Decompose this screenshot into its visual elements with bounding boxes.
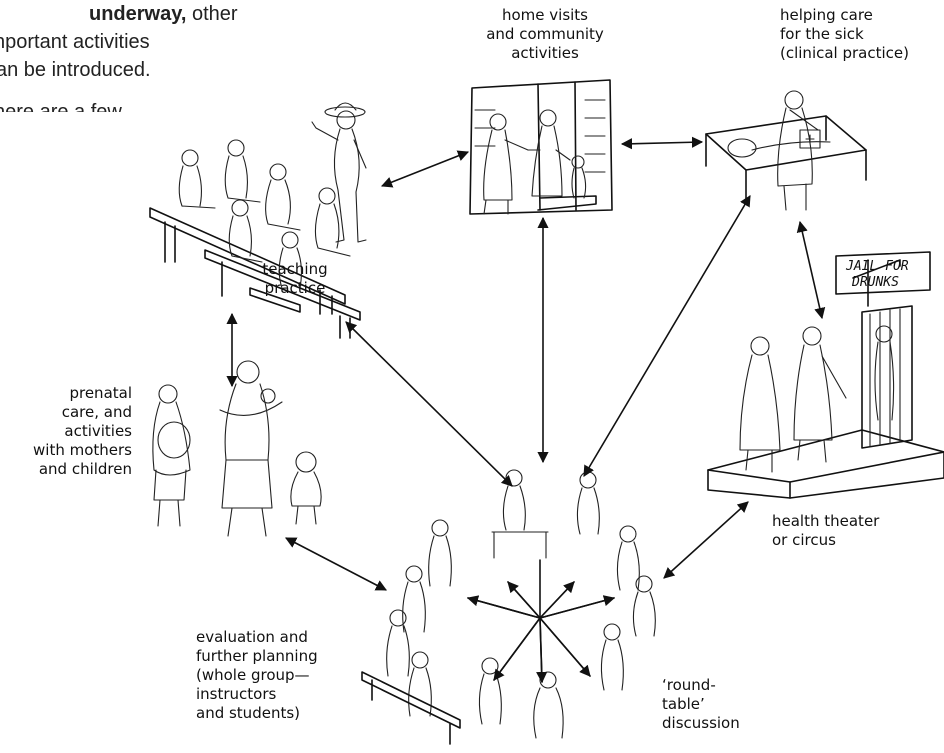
teaching-practice-label: teaching practice	[250, 260, 340, 298]
label-line: for the sick	[780, 25, 864, 43]
intro-line-3: an be introduced.	[0, 59, 151, 81]
label-line: discussion	[662, 714, 740, 732]
health-theater-illustration: JAIL FOR DRUNKS	[707, 251, 944, 499]
label-line: and children	[38, 460, 132, 478]
jail-sign-line-2: DRUNKS	[851, 275, 899, 290]
clinical-practice-label: helping care for the sick (clinical prac…	[780, 6, 909, 63]
jail-sign-line-1: JAIL FOR	[845, 259, 909, 274]
health-theater-label: health theater or circus	[772, 512, 879, 550]
evaluation-label: evaluation and further planning (whole g…	[196, 628, 318, 723]
label-line: practice	[264, 279, 326, 297]
label-line: health theater	[772, 512, 880, 530]
label-line: further planning	[196, 647, 318, 665]
intro-line-2: nportant activities	[0, 31, 150, 53]
label-line: helping care	[780, 6, 873, 24]
label-line: or circus	[772, 531, 836, 549]
label-line: (clinical practice)	[780, 44, 909, 62]
intro-bold: underway,	[89, 3, 187, 25]
label-line: prenatal	[69, 384, 132, 402]
label-line: table’	[662, 695, 705, 713]
label-line: and community	[486, 25, 604, 43]
label-line: ‘round-	[662, 676, 716, 694]
intro-text: underway, other nportant activities an b…	[0, 0, 250, 112]
label-line: (whole group—	[196, 666, 310, 684]
home-visits-illustration	[469, 79, 613, 215]
label-line: activities	[64, 422, 132, 440]
prenatal-label: prenatal care, and activities with mothe…	[20, 384, 132, 479]
roundtable-illustration	[361, 469, 656, 745]
clinical-practice-illustration	[705, 90, 867, 211]
prenatal-illustration	[152, 360, 322, 537]
intro-line-1: other	[186, 3, 238, 25]
teaching-practice-illustration	[149, 102, 367, 339]
intro-line-4: here are a few.	[0, 101, 127, 112]
label-line: activities	[511, 44, 579, 62]
label-line: and students)	[196, 704, 300, 722]
label-line: evaluation and	[196, 628, 308, 646]
label-line: instructors	[196, 685, 277, 703]
label-line: teaching	[262, 260, 328, 278]
home-visits-label: home visits and community activities	[460, 6, 630, 63]
label-line: with mothers	[33, 441, 132, 459]
roundtable-label: ‘round- table’ discussion	[662, 676, 740, 733]
label-line: care, and	[61, 403, 132, 421]
connection-arrows	[226, 136, 826, 591]
label-line: home visits	[501, 6, 588, 24]
